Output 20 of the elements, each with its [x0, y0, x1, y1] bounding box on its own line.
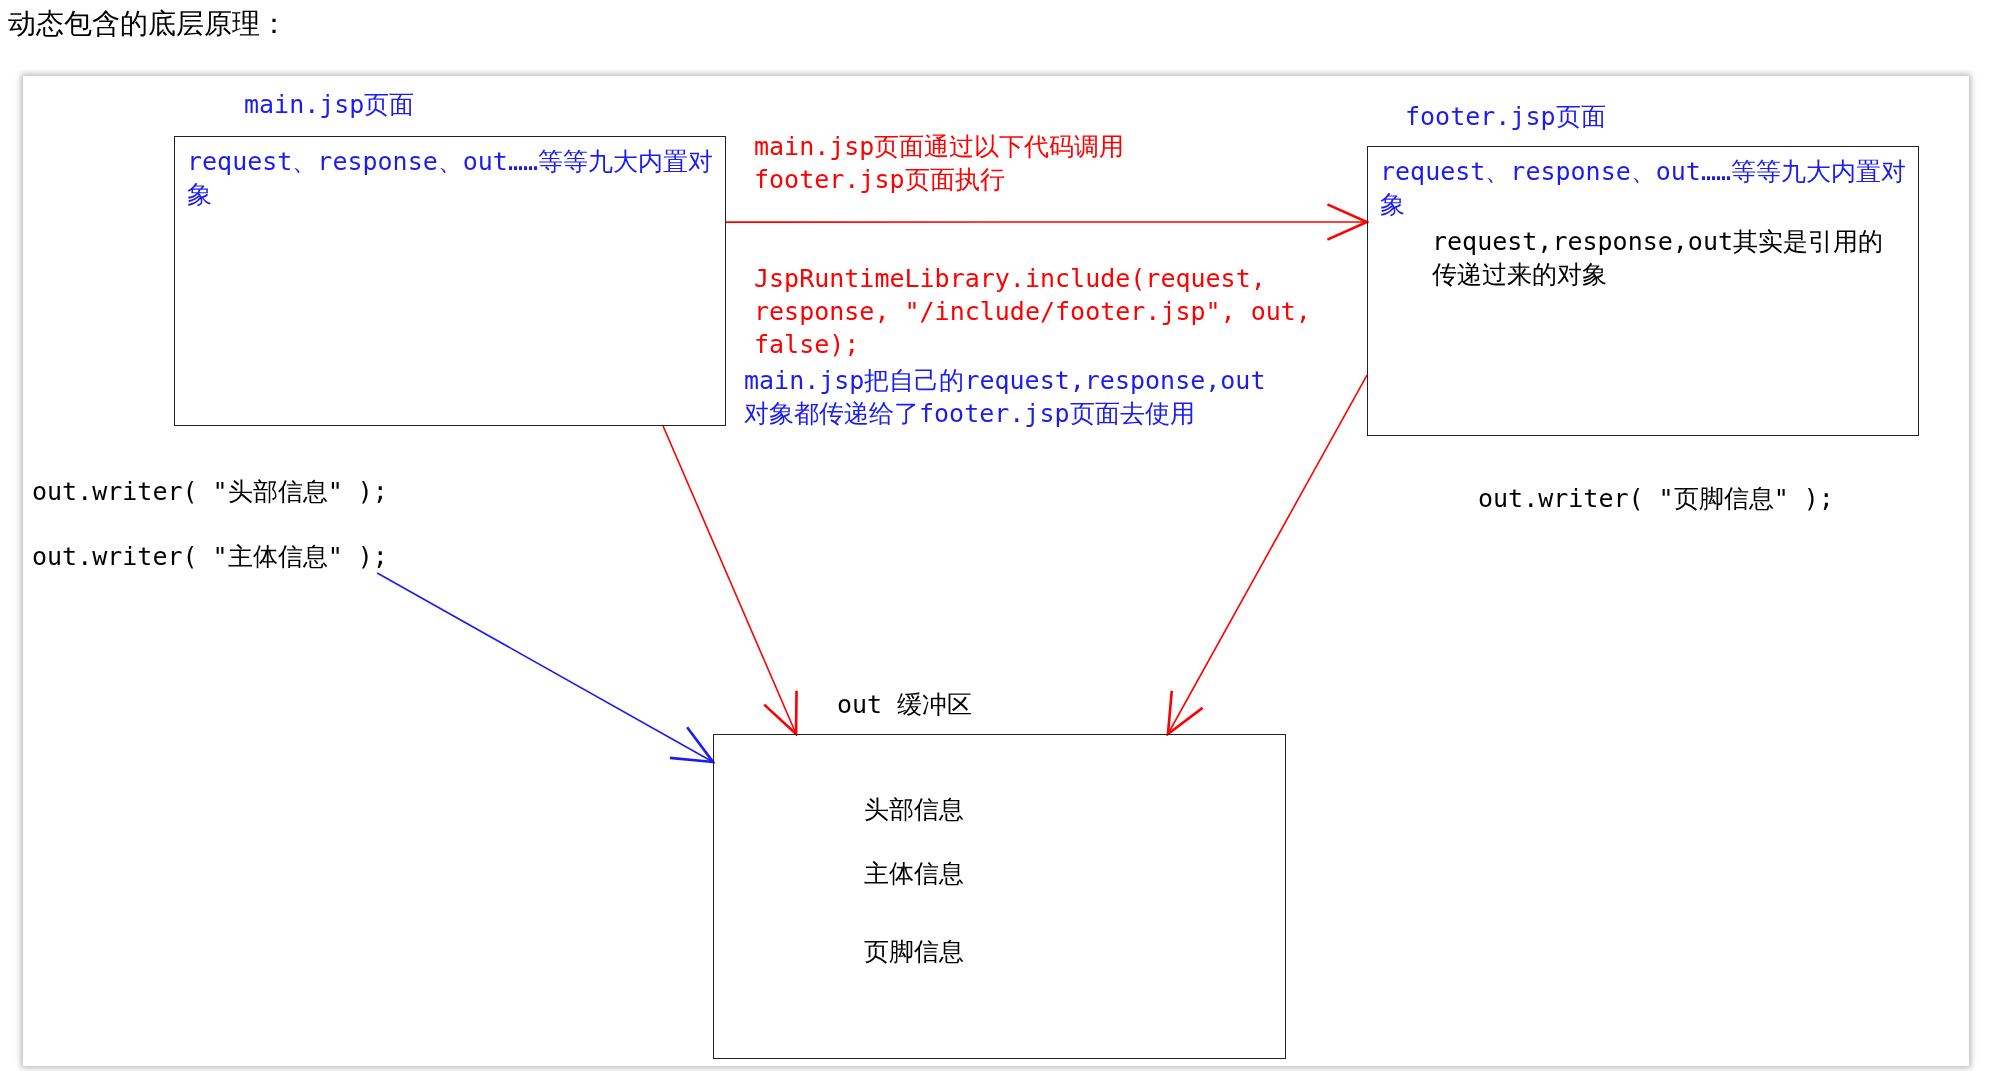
buffer-entry: 头部信息 — [864, 794, 965, 826]
box-heading: out 缓冲区 — [837, 689, 973, 721]
box-text: request、response、out……等等九大内置对象 — [187, 146, 715, 211]
arrow — [376, 572, 715, 764]
code-text: out.writer( "头部信息" ); — [32, 476, 388, 508]
note-text: main.jsp把自己的request,response,out对象都传递给了footer.jsp页面去使用 — [744, 365, 1267, 430]
box-text: request、response、out……等等九大内置对象 — [1380, 156, 1908, 221]
arrow — [725, 203, 1369, 241]
arrow — [662, 425, 798, 736]
page-title: 动态包含的底层原理： — [8, 6, 288, 42]
box-text: request,response,out其实是引用的传递过来的对象 — [1432, 226, 1885, 291]
buffer-entry: 页脚信息 — [864, 936, 965, 968]
code-text: out.writer( "页脚信息" ); — [1478, 483, 1834, 515]
box-heading: footer.jsp页面 — [1405, 101, 1606, 133]
buffer-entry: 主体信息 — [864, 858, 965, 890]
code-text: out.writer( "主体信息" ); — [32, 540, 388, 573]
code-text: JspRuntimeLibrary.include(request, response, "/include/footer.jsp", out, false); — [754, 263, 1312, 361]
edge-label: main.jsp页面通过以下代码调用footer.jsp页面执行 — [754, 131, 1126, 196]
arrow — [1166, 374, 1368, 736]
box-heading: main.jsp页面 — [244, 89, 415, 121]
